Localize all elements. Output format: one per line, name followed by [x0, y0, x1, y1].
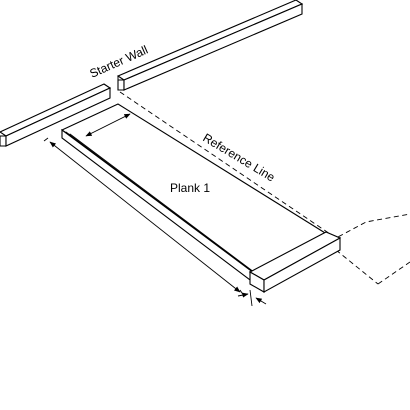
dimension-width [85, 113, 131, 137]
starter-wall [0, 0, 304, 147]
plank-1 [60, 103, 342, 293]
dimension-gap [237, 289, 267, 307]
plank-label: Plank 1 [170, 181, 210, 195]
